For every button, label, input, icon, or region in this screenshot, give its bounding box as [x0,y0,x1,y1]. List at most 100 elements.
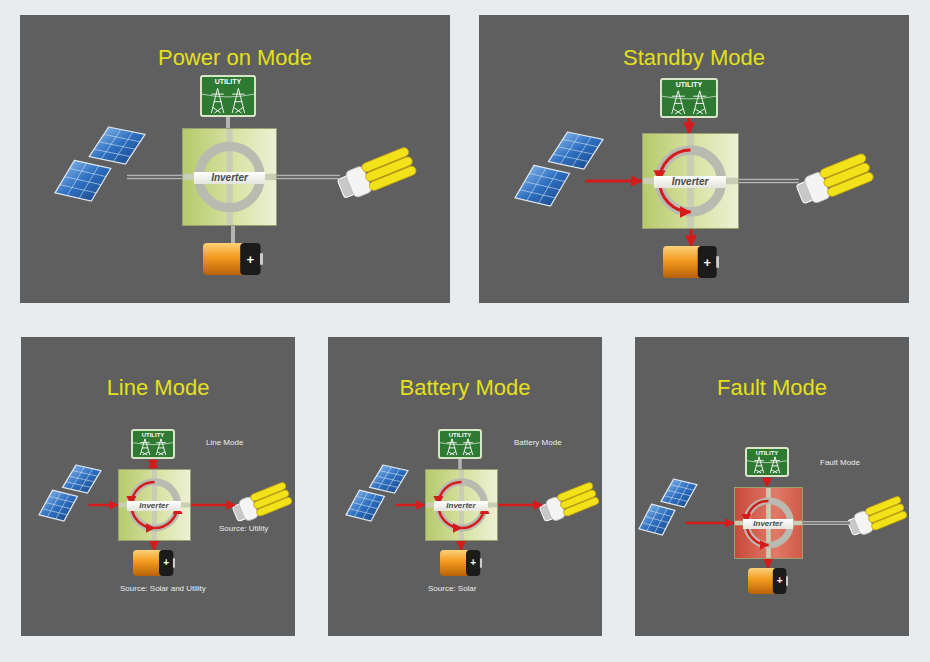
solar-grid-line [42,509,67,515]
solar-grid-line [79,469,92,491]
mode-title: Power on Mode [20,45,450,71]
inverter-bar [643,178,738,185]
battery: + [203,243,263,275]
solar-grid-line [60,185,96,193]
solar-grid-line [70,168,106,176]
solar-grid-line [525,182,560,190]
utility-label: UTILITY [133,432,173,438]
battery-plus: + [243,253,259,266]
battery-cap [466,550,480,576]
pylon [463,439,473,455]
mode-title: Fault Mode [635,375,909,401]
solar-grid-line [664,496,687,502]
solar-cell-area [55,160,111,201]
solar-panel [639,479,697,535]
battery-cap [240,243,260,275]
battery-terminal [260,253,263,265]
flow-arrow [153,541,156,550]
inverter-box: Inverter [425,469,498,541]
mode-note: Source: Utility [219,524,268,533]
solar-cell-area [89,127,145,164]
solar-grid-line [677,483,690,505]
utility-label: UTILITY [202,78,254,85]
idle-wire-core [803,522,851,523]
mode-title: Battery Mode [328,375,602,401]
flow-arc [746,523,768,545]
battery-body [748,568,777,594]
inverter-ring [131,482,177,528]
battery: + [133,550,175,576]
solar-grid-line [670,485,693,491]
flow-arc [746,501,768,523]
flow-arc [438,482,461,505]
solar-grid-line [655,508,668,533]
light-bulb [335,146,417,202]
utility-icon: UTILITY [200,75,256,117]
solar-grid-line [380,471,405,477]
flow-arc [461,505,484,528]
mode-panel: Standby ModeUTILITYInverter+ [479,15,909,303]
solar-cell-area [370,465,408,493]
pylon [447,439,457,455]
flow-arrow [688,118,691,133]
solar-grid-line [356,496,381,502]
inverter-bar [735,521,802,526]
solar-grid-line [104,134,140,141]
flow-arrow [460,541,463,550]
mode-note: Source: Solar and Utility [120,584,206,593]
inverter-bar [119,503,190,508]
utility-icon: UTILITY [745,447,789,477]
battery-plus: + [774,576,784,586]
solar-grid-line [373,482,398,488]
battery-terminal [480,558,482,567]
solar-cell-area [639,504,675,535]
solar-grid-line [353,503,378,509]
mode-panel: Power on ModeUTILITY Inverter + [20,15,450,303]
battery-plus: + [161,558,172,568]
inverter-label: Inverter [194,172,265,184]
inverter-label: Inverter [127,501,181,511]
flow-arrow [89,504,118,507]
battery-body [440,550,470,576]
solar-grid-line [66,482,91,488]
solar-grid-line [99,142,135,149]
solar-grid-line [539,171,558,204]
utility-label: UTILITY [662,81,716,88]
utility-label: UTILITY [747,450,787,456]
pylon [770,457,780,473]
solar-grid-line [558,147,593,154]
solar-cell-area [63,465,101,493]
idle-wire [739,179,800,184]
battery-terminal [716,256,719,268]
utility-label: UTILITY [440,432,480,438]
solar-panel [515,132,603,206]
mode-note: Fault Mode [820,458,860,467]
mode-title: Line Mode [21,375,295,401]
pylon [140,439,150,455]
mode-note: Line Mode [206,438,243,447]
power-line [458,459,462,469]
battery-plus: + [468,558,479,568]
flow-arrow [396,504,425,507]
flow-arc [154,505,177,528]
solar-grid-line [65,177,101,185]
solar-grid-line [386,469,399,491]
flow-arrow [685,522,733,525]
utility-icon: UTILITY [438,429,482,459]
flow-arrow [766,477,769,487]
battery: + [440,550,482,576]
battery-body [133,550,163,576]
pylon [232,88,244,113]
solar-cell-area [39,490,77,521]
solar-grid-line [46,503,71,509]
solar-grid-line [376,476,401,482]
solar-panel [39,465,101,521]
flow-arrow [690,229,693,246]
battery-cap [773,568,787,594]
solar-grid-line [94,149,130,156]
pylon [156,439,166,455]
mode-panel: Line ModeUTILITYInverter+Line ModeSource… [21,337,295,636]
idle-wire [277,175,340,180]
solar-grid-line [667,490,690,496]
